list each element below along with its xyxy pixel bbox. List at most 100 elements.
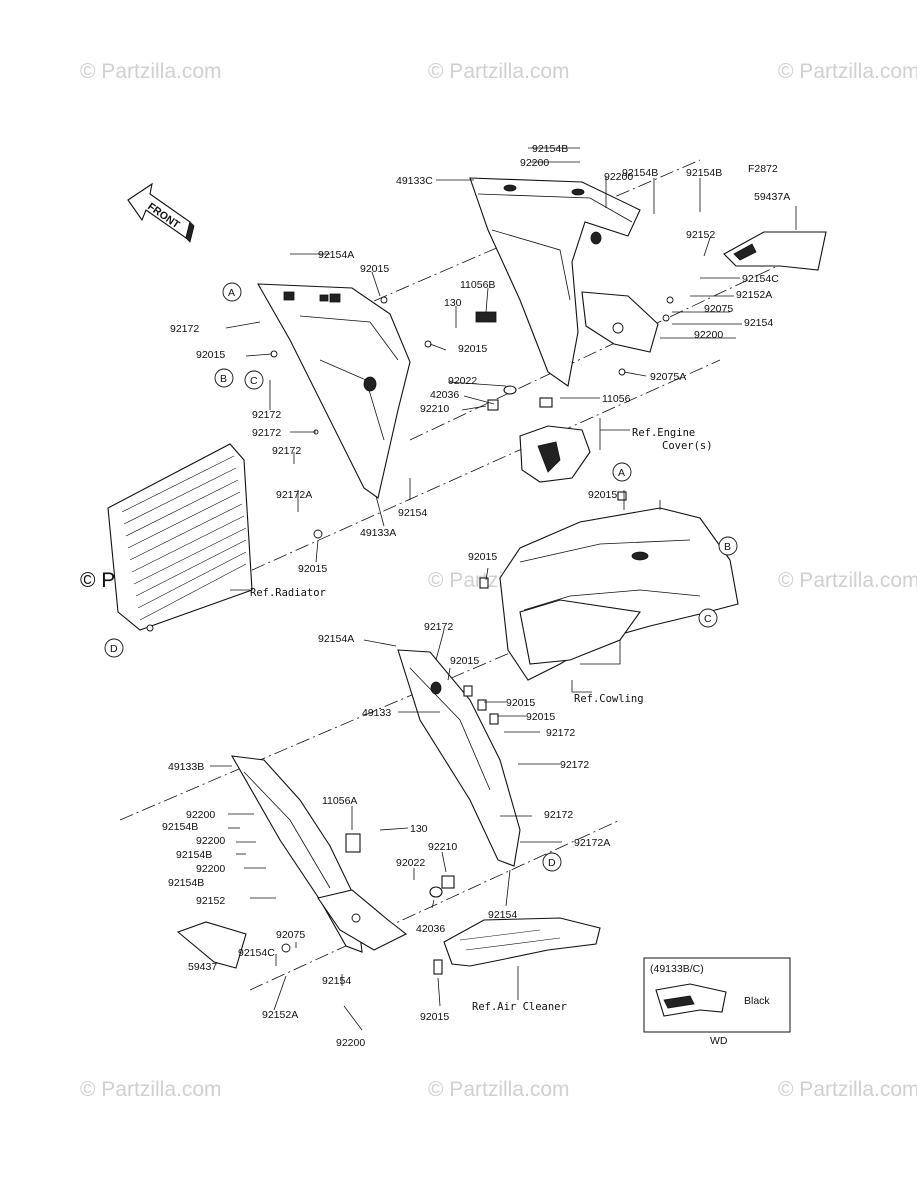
part-label: 92172 [424, 621, 453, 633]
svg-text:C: C [704, 613, 712, 625]
radiator-ref [107, 443, 253, 631]
part-label: 92152 [686, 229, 715, 241]
bracket-lower [317, 889, 408, 951]
watermark: © Partzilla.com [80, 1078, 222, 1101]
part-label: 92172 [560, 759, 589, 771]
part-label: 49133B [168, 761, 204, 773]
callout-d: D [542, 852, 562, 872]
part-label: 92075A [650, 371, 686, 383]
part-label: 92172 [272, 445, 301, 457]
watermark: © Partzilla.com [778, 60, 917, 83]
part-label: 59437A [754, 191, 790, 203]
front-arrow: FRONT [127, 182, 195, 243]
part-label: 130 [410, 823, 428, 835]
part-label: 92154B [162, 821, 198, 833]
inner-cover-49133 [397, 649, 521, 867]
part-label: 92075 [704, 303, 733, 315]
callout-d: D [104, 638, 124, 658]
part-label: 92154C [238, 947, 275, 959]
callout-b: B [718, 536, 738, 556]
inner-cover-49133a [257, 283, 411, 499]
watermark: © Partzilla.com [428, 60, 570, 83]
part-label: 49133C [396, 175, 433, 187]
bracket-right [581, 291, 659, 353]
part-label: 92172 [252, 427, 281, 439]
part-label: 92200 [520, 157, 549, 169]
watermark: © Partzilla.com [80, 60, 222, 83]
callout-a: A [612, 462, 632, 482]
ref-label: Ref.Air Cleaner [472, 1001, 567, 1013]
part-label: 92015 [420, 1011, 449, 1023]
ref-label: Ref.Engine [632, 427, 695, 439]
part-label: 49133A [360, 527, 396, 539]
part-label: 11056B [460, 279, 495, 291]
part-label: 92210 [428, 841, 457, 853]
svg-text:B: B [724, 541, 731, 553]
part-label: 11056A [322, 795, 357, 807]
callout-c: C [244, 370, 264, 390]
part-label: 92172 [546, 727, 575, 739]
diagram-code: F2872 [748, 163, 778, 175]
part-label: 92015 [526, 711, 555, 723]
part-label: 92172 [544, 809, 573, 821]
part-labels: 92154B 92200 92154B 92200 92154B 49133C … [162, 143, 790, 1049]
callout-a: A [222, 282, 242, 302]
ref-label: Ref.Cowling [574, 693, 644, 705]
part-label: 92075 [276, 929, 305, 941]
svg-text:A: A [618, 467, 625, 479]
color-inset: (49133B/C) Black WD [643, 957, 791, 1047]
part-label: 92154B [168, 877, 204, 889]
part-label: 92172 [170, 323, 199, 335]
inset-title: (49133B/C) [650, 963, 704, 975]
part-label: 92154B [622, 167, 658, 179]
part-label: 92015 [450, 655, 479, 667]
cowling-ref [499, 507, 739, 681]
part-label: 49133 [362, 707, 391, 719]
reference-labels: Ref.Engine Cover(s) Ref.Radiator Ref.Cow… [250, 427, 713, 1013]
part-label: 92154C [742, 273, 779, 285]
ref-label: Cover(s) [662, 440, 713, 452]
part-label: 42036 [430, 389, 459, 401]
part-label: 92152A [262, 1009, 298, 1021]
part-label: 92152A [736, 289, 772, 301]
part-label: 92172A [574, 837, 610, 849]
svg-text:D: D [110, 643, 118, 655]
part-label: 59437 [188, 961, 217, 973]
part-label: 92154B [686, 167, 722, 179]
part-label: 92154B [532, 143, 568, 155]
svg-text:D: D [548, 857, 556, 869]
part-label: 92154 [744, 317, 773, 329]
callout-b: B [214, 368, 234, 388]
inner-cover-49133c [469, 177, 641, 387]
part-label: 92154 [322, 975, 351, 987]
ref-label: Ref.Radiator [250, 587, 326, 599]
part-label: 92200 [336, 1037, 365, 1049]
part-label: 92015 [196, 349, 225, 361]
inset-code: WD [710, 1035, 728, 1047]
part-label: 130 [444, 297, 462, 309]
part-label: 92152 [196, 895, 225, 907]
part-label: 92154A [318, 249, 354, 261]
part-label: 11056 [602, 393, 631, 405]
air-duct-59437a [723, 231, 827, 271]
part-label: 92172A [276, 489, 312, 501]
part-label: 92022 [396, 857, 425, 869]
svg-text:C: C [250, 375, 258, 387]
engine-cover-ref [519, 425, 591, 483]
svg-text:B: B [220, 373, 227, 385]
part-label: 92015 [298, 563, 327, 575]
part-label: 92200 [604, 171, 633, 183]
callouts: A B C A B C D D [104, 282, 738, 872]
part-label: 42036 [416, 923, 445, 935]
part-label: 92015 [588, 489, 617, 501]
part-label: 92200 [196, 835, 225, 847]
part-label: 92200 [196, 863, 225, 875]
part-label: 92154 [398, 507, 427, 519]
part-label: 92154B [176, 849, 212, 861]
part-label: 92154A [318, 633, 354, 645]
part-label: 92200 [186, 809, 215, 821]
svg-text:A: A [228, 287, 235, 299]
part-label: 92015 [458, 343, 487, 355]
air-cleaner-ref [443, 917, 601, 967]
